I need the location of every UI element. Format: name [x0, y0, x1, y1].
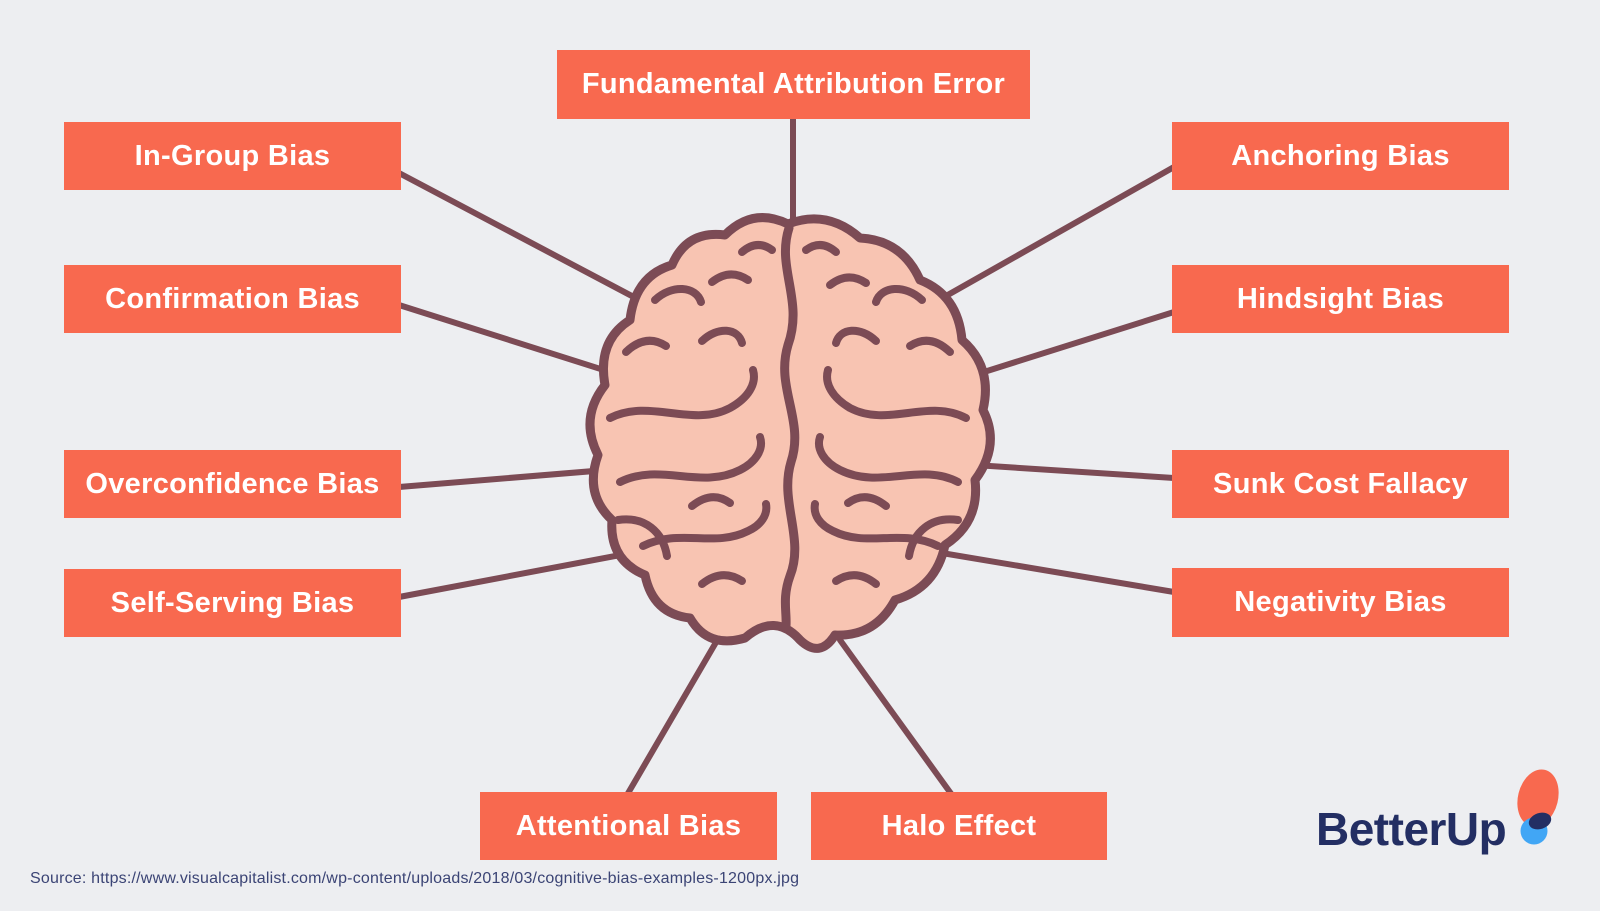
bias-label-hindsight-bias: Hindsight Bias: [1172, 265, 1509, 333]
bias-label-attentional-bias: Attentional Bias: [480, 792, 777, 860]
betterup-logo-mark-icon: [1517, 769, 1559, 845]
connector-negativity-bias: [909, 545, 1177, 595]
bias-label-negativity-bias: Negativity Bias: [1172, 568, 1509, 637]
bias-label-confirmation-bias: Confirmation Bias: [64, 265, 401, 333]
bias-label-sunk-cost-fallacy: Sunk Cost Fallacy: [1172, 450, 1509, 518]
connector-lines: [396, 112, 1177, 798]
source-attribution: Source: https://www.visualcapitalist.com…: [30, 870, 800, 887]
bias-label-halo-effect: Halo Effect: [811, 792, 1107, 860]
bias-label-in-group-bias: In-Group Bias: [64, 122, 401, 190]
brain-illustration: [585, 213, 995, 653]
brain-central-fissure: [780, 223, 800, 631]
connector-halo-effect: [837, 637, 955, 798]
bias-label-fundamental-attribution-error: Fundamental Attribution Error: [557, 50, 1030, 119]
bias-label-anchoring-bias: Anchoring Bias: [1172, 122, 1509, 190]
brain-left-sulci: [606, 241, 776, 588]
bias-label-overconfidence-bias: Overconfidence Bias: [64, 450, 401, 518]
betterup-logo: BetterUp: [1316, 769, 1576, 896]
betterup-wordmark: BetterUp: [1316, 803, 1507, 855]
brain-right-sulci: [802, 241, 970, 588]
bias-label-self-serving-bias: Self-Serving Bias: [64, 569, 401, 637]
connector-attentional-bias: [624, 629, 725, 798]
